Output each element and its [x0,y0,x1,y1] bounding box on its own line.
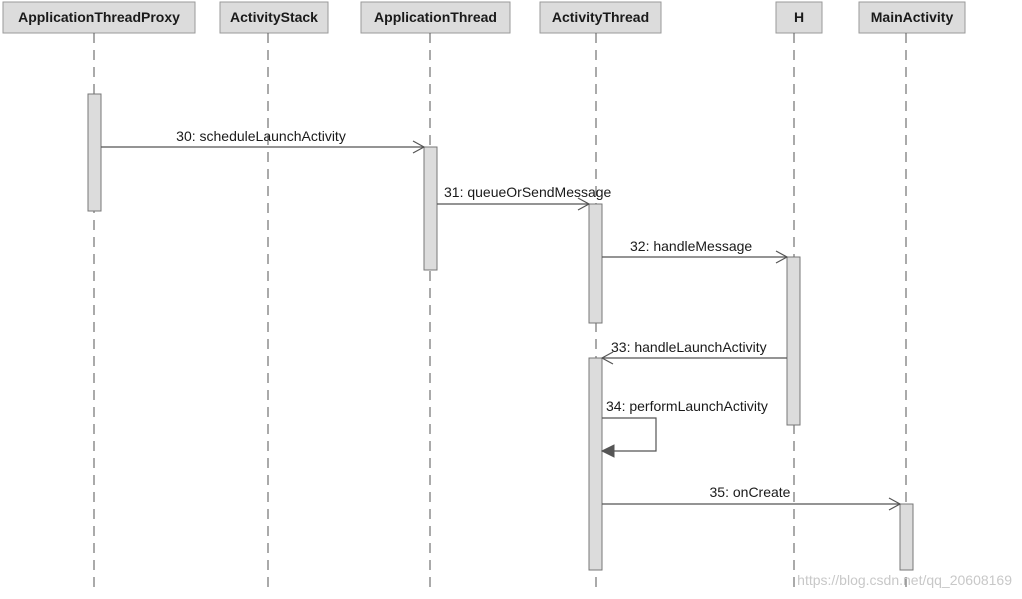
message-label: 32: handleMessage [630,238,752,254]
lifeline-title: ActivityThread [552,9,649,25]
lifeline-title: ApplicationThreadProxy [18,9,180,25]
activation-bar-proxy [87,93,102,212]
message-34: 34: performLaunchActivity [600,398,768,458]
message-label: 31: queueOrSendMessage [444,184,612,200]
activation-bar-activity-thread-2 [588,357,603,571]
lifeline-title: ApplicationThread [374,9,497,25]
self-call-line [602,417,657,452]
lifeline-header-box [360,1,511,34]
lifeline-header-box [858,1,966,34]
lifeline-header-box [539,1,662,34]
arrow-head-filled [600,444,615,458]
message-32: 32: handleMessage [602,238,789,264]
activation-bar-main-activity [899,503,914,571]
arrow-head-open [888,497,902,511]
arrow-head-open [775,250,789,264]
lifeline-main-activity: MainActivity [858,1,966,590]
lifeline-application-thread: ApplicationThread [360,1,511,590]
message-label: 30: scheduleLaunchActivity [176,128,346,144]
message-31: 31: queueOrSendMessage [437,184,612,211]
message-label: 33: handleLaunchActivity [611,339,767,355]
lifeline-header-box [219,1,329,34]
arrow-head-open [412,140,426,154]
message-label: 34: performLaunchActivity [606,398,768,414]
message-35: 35: onCreate [602,484,902,511]
lifeline-activity-stack: ActivityStack [219,1,329,590]
arrow-head-open [600,351,614,365]
watermark-text: https://blog.csdn.net/qq_20608169 [797,572,1012,588]
lifeline-application-thread-proxy: ApplicationThreadProxy [2,1,196,590]
activation-bar-h [786,256,801,426]
message-30: 30: scheduleLaunchActivity [101,128,426,154]
lifeline-header-box [775,1,823,34]
message-label: 35: onCreate [710,484,791,500]
arrow-head-open [577,197,591,211]
lifeline-title: MainActivity [871,9,954,25]
message-33: 33: handleLaunchActivity [600,339,787,365]
activation-bar-application-thread [423,146,438,271]
lifeline-title: ActivityStack [230,9,318,25]
lifeline-title: H [794,9,804,25]
activation-bar-activity-thread-1 [588,203,603,324]
lifeline-header-box [2,1,196,34]
